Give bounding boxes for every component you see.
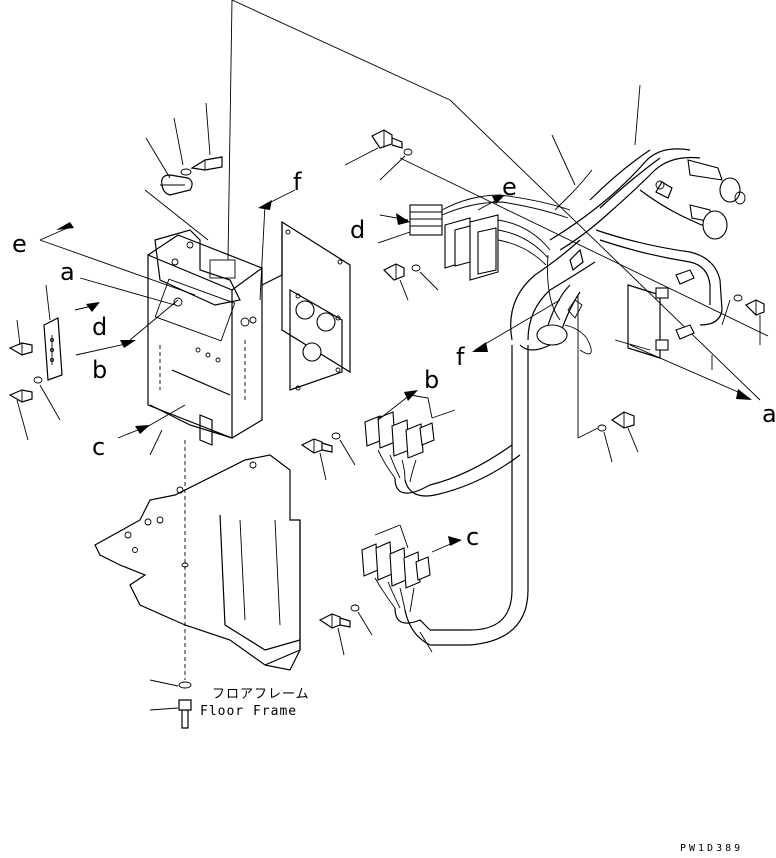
- right-bracket-plates: [614, 269, 765, 370]
- side-panel: [261, 220, 351, 391]
- label-a-right: a: [762, 400, 776, 428]
- label-a-left: a: [60, 258, 75, 286]
- relay-group-c: [318, 524, 462, 656]
- bottom-bolt-line: [149, 440, 192, 729]
- label-c-mid: c: [466, 523, 479, 551]
- left-arrow-leaders: [39, 222, 196, 456]
- label-b-mid: b: [424, 366, 439, 394]
- left-plate-group: [8, 284, 63, 441]
- label-c-left: c: [92, 433, 105, 461]
- caption-jp: フロアフレーム: [212, 687, 310, 702]
- relay-bank-upper: [377, 194, 571, 281]
- label-f-mid: f: [456, 343, 465, 371]
- label-e-left: e: [12, 230, 27, 258]
- label-f-top: f: [293, 168, 302, 196]
- controller-bracket: [147, 234, 263, 446]
- relay-group-b: [300, 390, 521, 497]
- clip-bolt-group: [145, 102, 223, 196]
- reference-labels: e a d b c f d e f b c a: [12, 168, 776, 551]
- arrow-a-right: [629, 344, 752, 400]
- floor-frame-plate: [94, 454, 301, 671]
- drawing-code: PW1D389: [680, 843, 743, 854]
- arrow-e-right: [477, 195, 505, 211]
- label-b-left: b: [92, 356, 107, 384]
- label-e-mid: e: [502, 173, 517, 201]
- long-leader-lines: [227, 0, 769, 401]
- main-harness: [430, 148, 723, 646]
- right-center-bolt: [577, 295, 639, 463]
- arrow-f-top: [258, 189, 296, 301]
- top-bolt-group: [344, 129, 413, 181]
- upper-bracket: [144, 184, 241, 306]
- label-d-left: d: [92, 313, 107, 341]
- lamp-switch-group: [551, 84, 746, 240]
- floor-frame-caption: フロアフレーム Floor Frame: [200, 687, 310, 719]
- label-d-mid: d: [350, 216, 365, 244]
- arrow-f-mid: [472, 299, 561, 352]
- caption-en: Floor Frame: [200, 704, 297, 719]
- mid-bolt-group: [382, 263, 439, 301]
